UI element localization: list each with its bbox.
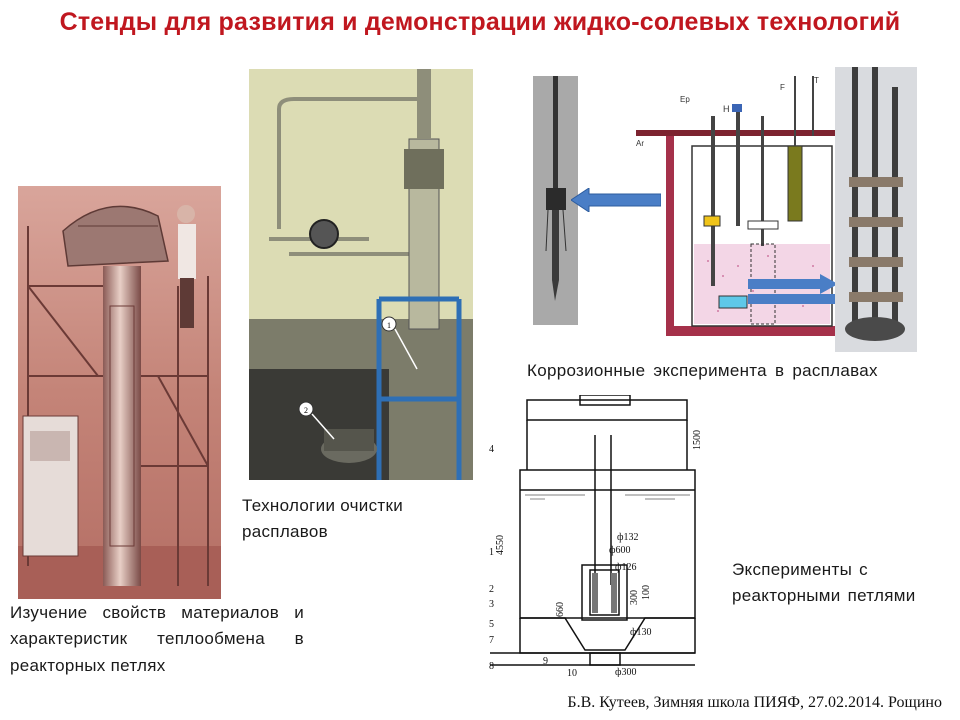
reactor-loop-drawing: 1500 4550 660 300 100 ф132 ф600 ф126 ф13…: [485, 394, 715, 679]
caption-reactor-loops: Изучение свойств материалов и характерис…: [10, 603, 304, 675]
ref-4: 4: [489, 444, 494, 455]
photo-label-1: 1: [387, 321, 391, 330]
dim-phi600: ф600: [609, 545, 630, 556]
label-ep: Ep: [680, 95, 690, 104]
caption-reactor-experiments: Эксперименты с реакторными петлями: [732, 560, 916, 606]
ref-9: 9: [543, 656, 548, 667]
corrosion-schematic: Ep H F T Ar: [628, 76, 856, 341]
dim-phi132: ф132: [617, 532, 638, 543]
slide-title: Стенды для развития и демонстрации жидко…: [59, 8, 901, 36]
label-h: H: [723, 104, 730, 114]
label-f: F: [780, 83, 785, 92]
photo-corrosion-samples: [835, 67, 917, 352]
photo-label-2: 2: [304, 406, 308, 415]
label-t: T: [814, 76, 819, 85]
ref-8: 8: [489, 661, 494, 672]
label-ar: Ar: [636, 139, 644, 148]
slide-footer: Б.В. Кутеев, Зимняя школа ПИЯФ, 27.02.20…: [567, 694, 942, 711]
dim-100: 100: [641, 585, 652, 600]
dim-phi130: ф130: [630, 627, 651, 638]
dim-phi300: ф300: [615, 667, 636, 677]
dim-phi126: ф126: [615, 562, 636, 573]
ref-2: 2: [489, 584, 494, 595]
caption-purification: Технологии очистки расплавов: [242, 496, 404, 542]
photo-corrosion-probe: [533, 76, 578, 325]
photo-reactor-loop-stand: [18, 186, 221, 599]
ref-3: 3: [489, 599, 494, 610]
corrosion-arrow-left: [570, 187, 662, 213]
dim-4550: 4550: [495, 535, 506, 555]
dim-660: 660: [555, 602, 566, 617]
ref-7: 7: [489, 635, 494, 646]
dim-300-vertical: 300: [629, 590, 640, 605]
ref-5: 5: [489, 619, 494, 630]
caption-corrosion: Коррозионные эксперимента в расплавах: [527, 361, 878, 380]
photo-purification-lab: 1 2: [249, 69, 473, 480]
dim-1500: 1500: [692, 430, 703, 450]
ref-10: 10: [567, 668, 577, 677]
ref-1: 1: [489, 547, 494, 558]
